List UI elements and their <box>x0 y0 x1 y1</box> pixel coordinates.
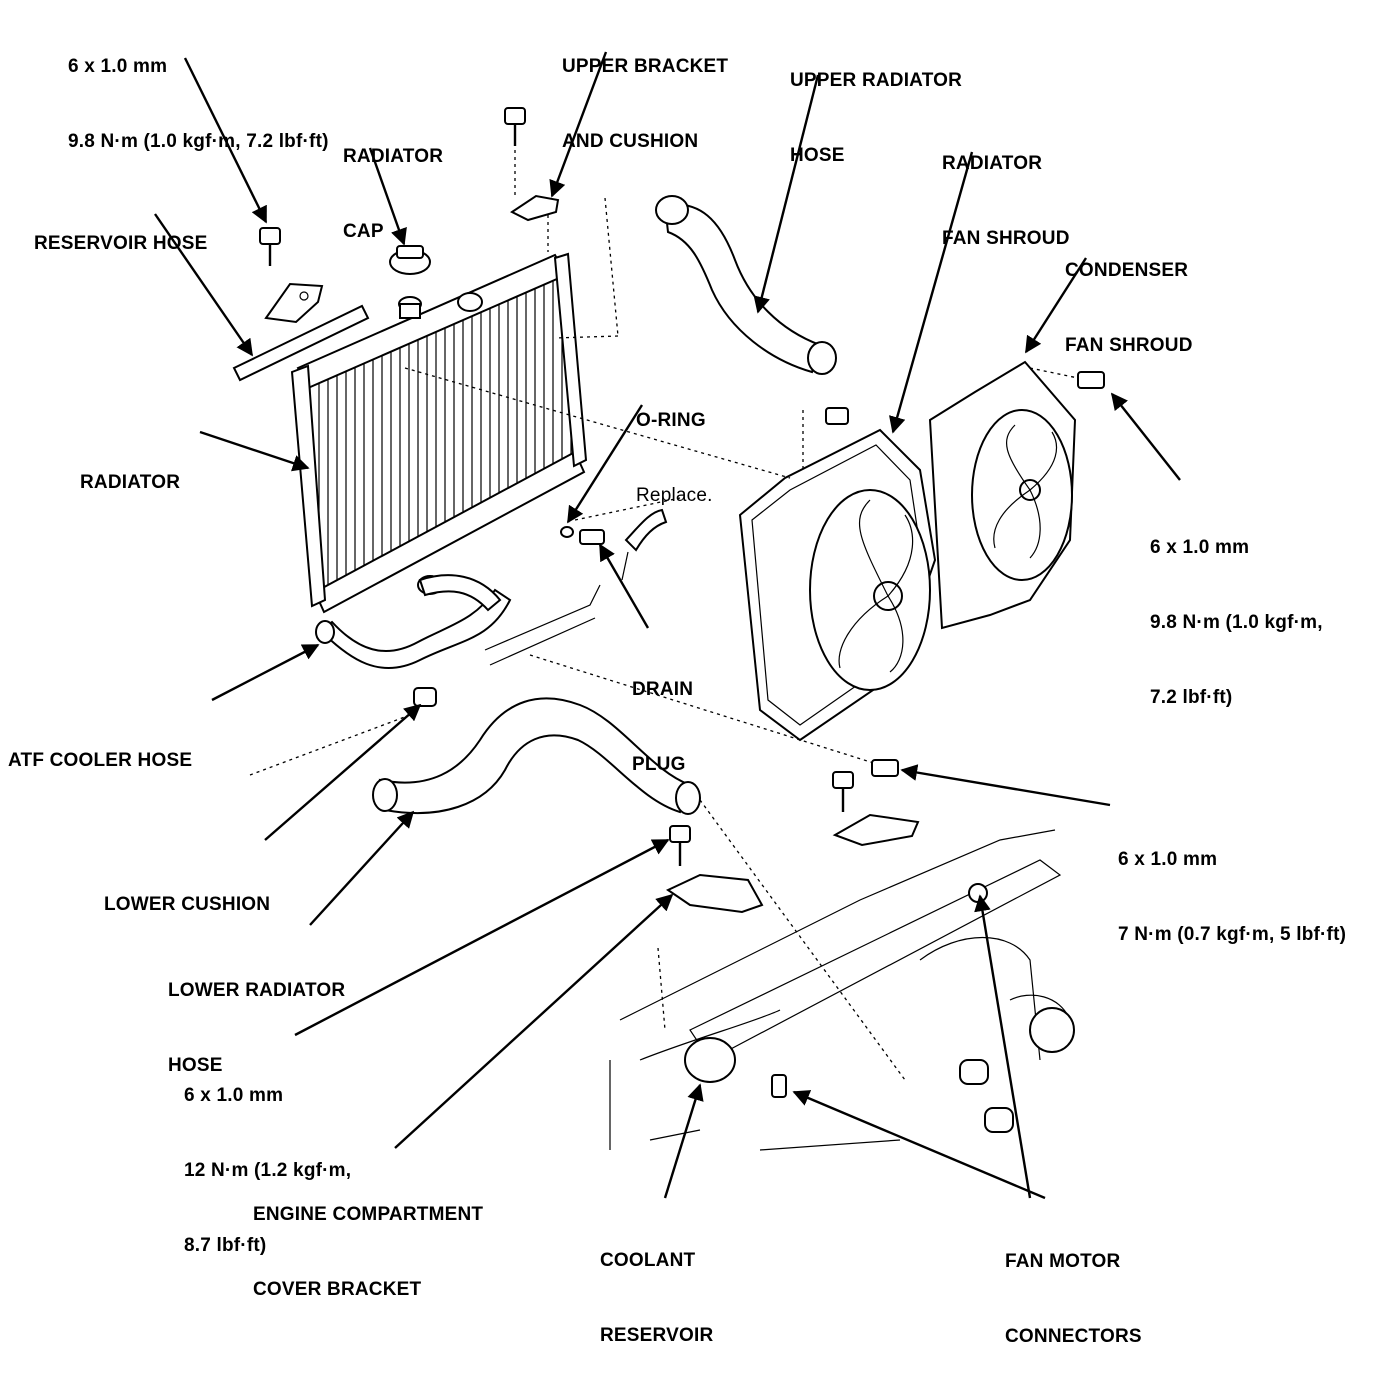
label-line: RADIATOR <box>80 472 181 493</box>
label-line: RESERVOIR HOSE <box>34 233 208 254</box>
label-line: HOSE <box>168 1055 223 1076</box>
bolt-size-text: 6 x 1.0 mm <box>184 1085 284 1106</box>
drain-plug-drawing <box>560 508 668 581</box>
label-line: AND CUSHION <box>562 131 699 152</box>
torque-text: 9.8 N·m (1.0 kgf·m, <box>1150 612 1323 633</box>
atf-cooler-hose-label: ATF COOLER HOSE <box>8 698 192 798</box>
bolt-spec-right-upper-label: 6 x 1.0 mm 9.8 N·m (1.0 kgf·m, 7.2 lbf·f… <box>1150 485 1323 735</box>
atf-cooler-hose-drawing <box>315 574 601 669</box>
lower-hose-drawing <box>372 697 701 815</box>
label-line: O-RING <box>636 410 706 431</box>
bolt-spec-upper-left-label: 6 x 1.0 mm 9.8 N·m (1.0 kgf·m, 7.2 lbf·f… <box>68 4 329 179</box>
upper-bracket-label: UPPER BRACKET AND CUSHION <box>562 4 728 179</box>
torque-text: 7 N·m (0.7 kgf·m, 5 lbf·ft) <box>1118 924 1347 945</box>
label-line: FAN MOTOR <box>1005 1251 1121 1272</box>
label-line: FAN SHROUD <box>1065 335 1193 356</box>
label-line: RADIATOR <box>942 153 1043 174</box>
upper-bracket-drawing <box>504 107 560 252</box>
radiator-cap-drawing <box>389 245 431 275</box>
label-line: RESERVOIR <box>600 1325 714 1346</box>
torque-text: 12 N·m (1.2 kgf·m, <box>184 1160 352 1181</box>
reservoir-hose-label: RESERVOIR HOSE <box>34 181 208 281</box>
label-line: UPPER BRACKET <box>562 56 729 77</box>
label-line: UPPER RADIATOR <box>790 70 963 91</box>
lower-radiator-hose-label: LOWER RADIATOR HOSE <box>168 928 345 1103</box>
lower-cushion-label: LOWER CUSHION <box>104 842 270 942</box>
upper-radiator-hose-label: UPPER RADIATOR HOSE <box>790 18 962 193</box>
condenser-fan-shroud-label: CONDENSER FAN SHROUD <box>1065 208 1193 383</box>
label-line: RADIATOR <box>343 146 444 167</box>
leader-lines <box>154 51 1181 1200</box>
bolt-size-text: 6 x 1.0 mm <box>68 56 168 77</box>
engine-compartment-cover-bracket-label: ENGINE COMPARTMENT COVER BRACKET <box>253 1152 483 1327</box>
torque-text: 7.2 lbf·ft) <box>1150 687 1233 708</box>
radiator-label: RADIATOR <box>80 420 180 520</box>
radiator-fan-shroud-drawing <box>738 407 937 742</box>
bolt-spec-lower-left-label: 6 x 1.0 mm 12 N·m (1.2 kgf·m, 8.7 lbf·ft… <box>184 1033 351 1283</box>
upper-hose-drawing <box>554 195 837 375</box>
label-line: ENGINE COMPARTMENT <box>253 1204 484 1225</box>
label-line: COVER BRACKET <box>253 1279 422 1300</box>
body-frame-drawing <box>609 829 1075 1151</box>
radiator-fan-shroud-label: RADIATOR FAN SHROUD <box>942 101 1070 276</box>
label-line: DRAIN <box>632 679 694 700</box>
radiator-exploded-diagram <box>154 51 1181 1200</box>
torque-text: 8.7 lbf·ft) <box>184 1235 267 1256</box>
reservoir-hose-drawing <box>232 304 370 382</box>
o-ring-label: O-RING Replace. <box>636 358 713 533</box>
bolt-size-text: 6 x 1.0 mm <box>1150 537 1250 558</box>
label-line: ATF COOLER HOSE <box>8 750 193 771</box>
alignment-lines <box>249 367 1079 1081</box>
radiator-drawing <box>290 252 588 614</box>
lower-right-bolt-drawing <box>832 759 920 847</box>
label-line: LOWER CUSHION <box>104 894 271 915</box>
label-line: HOSE <box>790 145 845 166</box>
label-line: CAP <box>343 221 384 242</box>
lower-cushion-drawing <box>413 687 437 707</box>
label-line: CONNECTORS <box>1005 1326 1142 1347</box>
bolt-spec-right-lower-label: 6 x 1.0 mm 7 N·m (0.7 kgf·m, 5 lbf·ft) <box>1118 797 1346 972</box>
bolt-size-text: 6 x 1.0 mm <box>1118 849 1218 870</box>
label-note: Replace. <box>636 485 713 506</box>
label-line: LOWER RADIATOR <box>168 980 346 1001</box>
engine-bracket-drawing <box>665 825 764 914</box>
radiator-cap-label: RADIATOR CAP <box>343 94 443 269</box>
label-line: CONDENSER <box>1065 260 1189 281</box>
torque-text: 9.8 N·m (1.0 kgf·m, 7.2 lbf·ft) <box>68 131 329 152</box>
coolant-reservoir-label: COOLANT RESERVOIR <box>600 1198 713 1373</box>
drain-plug-label: DRAIN PLUG <box>632 627 693 802</box>
condenser-fan-shroud-drawing <box>928 360 1105 630</box>
upper-left-bolt-drawing <box>259 227 324 324</box>
label-line: PLUG <box>632 754 686 775</box>
fan-motor-connectors-label: FAN MOTOR CONNECTORS <box>1005 1199 1142 1374</box>
label-line: FAN SHROUD <box>942 228 1070 249</box>
